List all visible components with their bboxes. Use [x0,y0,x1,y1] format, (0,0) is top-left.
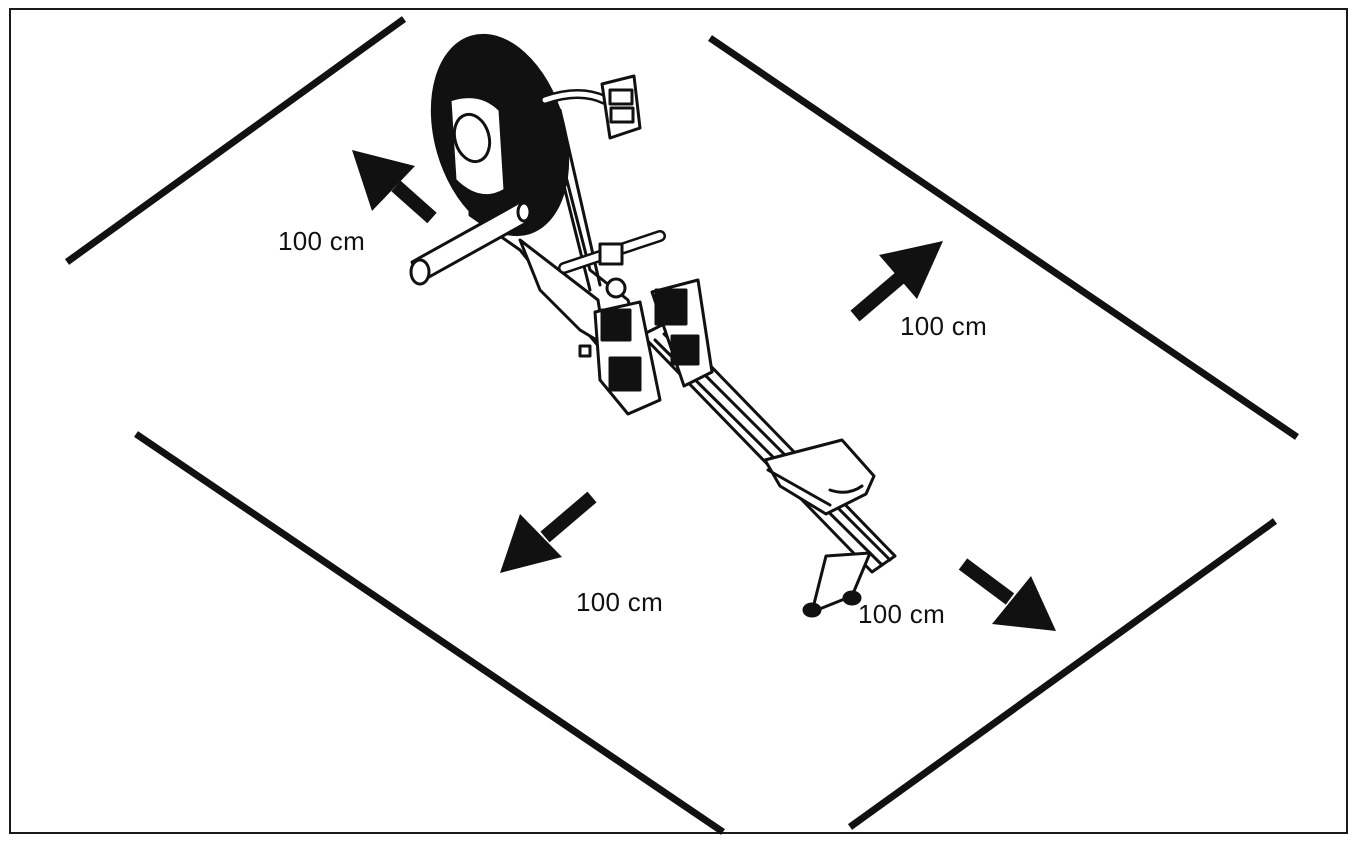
arrow-top-right-icon [850,241,943,322]
boundary-line-bottom-left [134,431,725,835]
handlebar [558,230,666,299]
seat [763,438,876,516]
clearance-label-top-right: 100 cm [900,311,988,341]
clearance-label-bottom-right: 100 cm [858,599,946,629]
arrow-top-left-icon [352,150,437,224]
boundary-line-bottom-right [847,518,1278,830]
arrow-bottom-right-icon [958,558,1056,631]
rowing-machine-illustration [409,33,897,618]
boundary-line-top-right [708,35,1299,440]
footrest-right [650,278,714,388]
clearance-label-bottom-left: 100 cm [576,587,664,617]
arrow-bottom-left-icon [500,491,597,573]
footrest-left [593,300,662,416]
clearance-label-top-left: 100 cm [278,226,366,256]
boundary-line-top-left [64,16,407,265]
